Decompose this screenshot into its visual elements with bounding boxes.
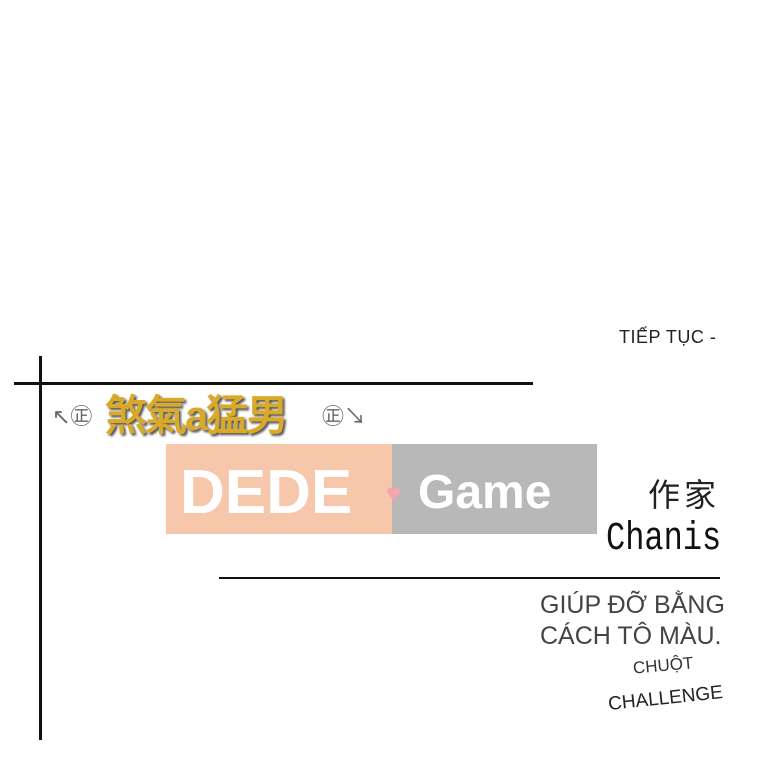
credits-overlay-2: CHALLENGE — [607, 682, 724, 715]
continue-label: TIẾP TỤC - — [619, 327, 717, 347]
watermark-left-block — [166, 444, 392, 534]
title-deco-right: ㊣↘ — [322, 404, 367, 429]
author-label: 作家 — [648, 476, 721, 514]
watermark-left-text: DEDE — [180, 458, 353, 527]
heart-icon: ♥ — [386, 478, 402, 508]
watermark-right-block — [392, 444, 597, 534]
credits-line-2: CÁCH TÔ MÀU. — [540, 622, 722, 650]
author-name: Chanis — [606, 517, 722, 562]
horizontal-rule-author — [219, 577, 720, 579]
horizontal-rule-top — [14, 382, 533, 385]
credits-overlay-1: CHUỘT — [632, 653, 695, 678]
title-text: 煞氣a猛男 — [105, 392, 288, 439]
vertical-rule — [39, 356, 42, 740]
title-deco-left: ↖㊣ — [52, 404, 93, 429]
credits-line-1: GIÚP ĐỠ BẰNG — [540, 591, 725, 619]
watermark-right-text: Game — [418, 466, 552, 519]
